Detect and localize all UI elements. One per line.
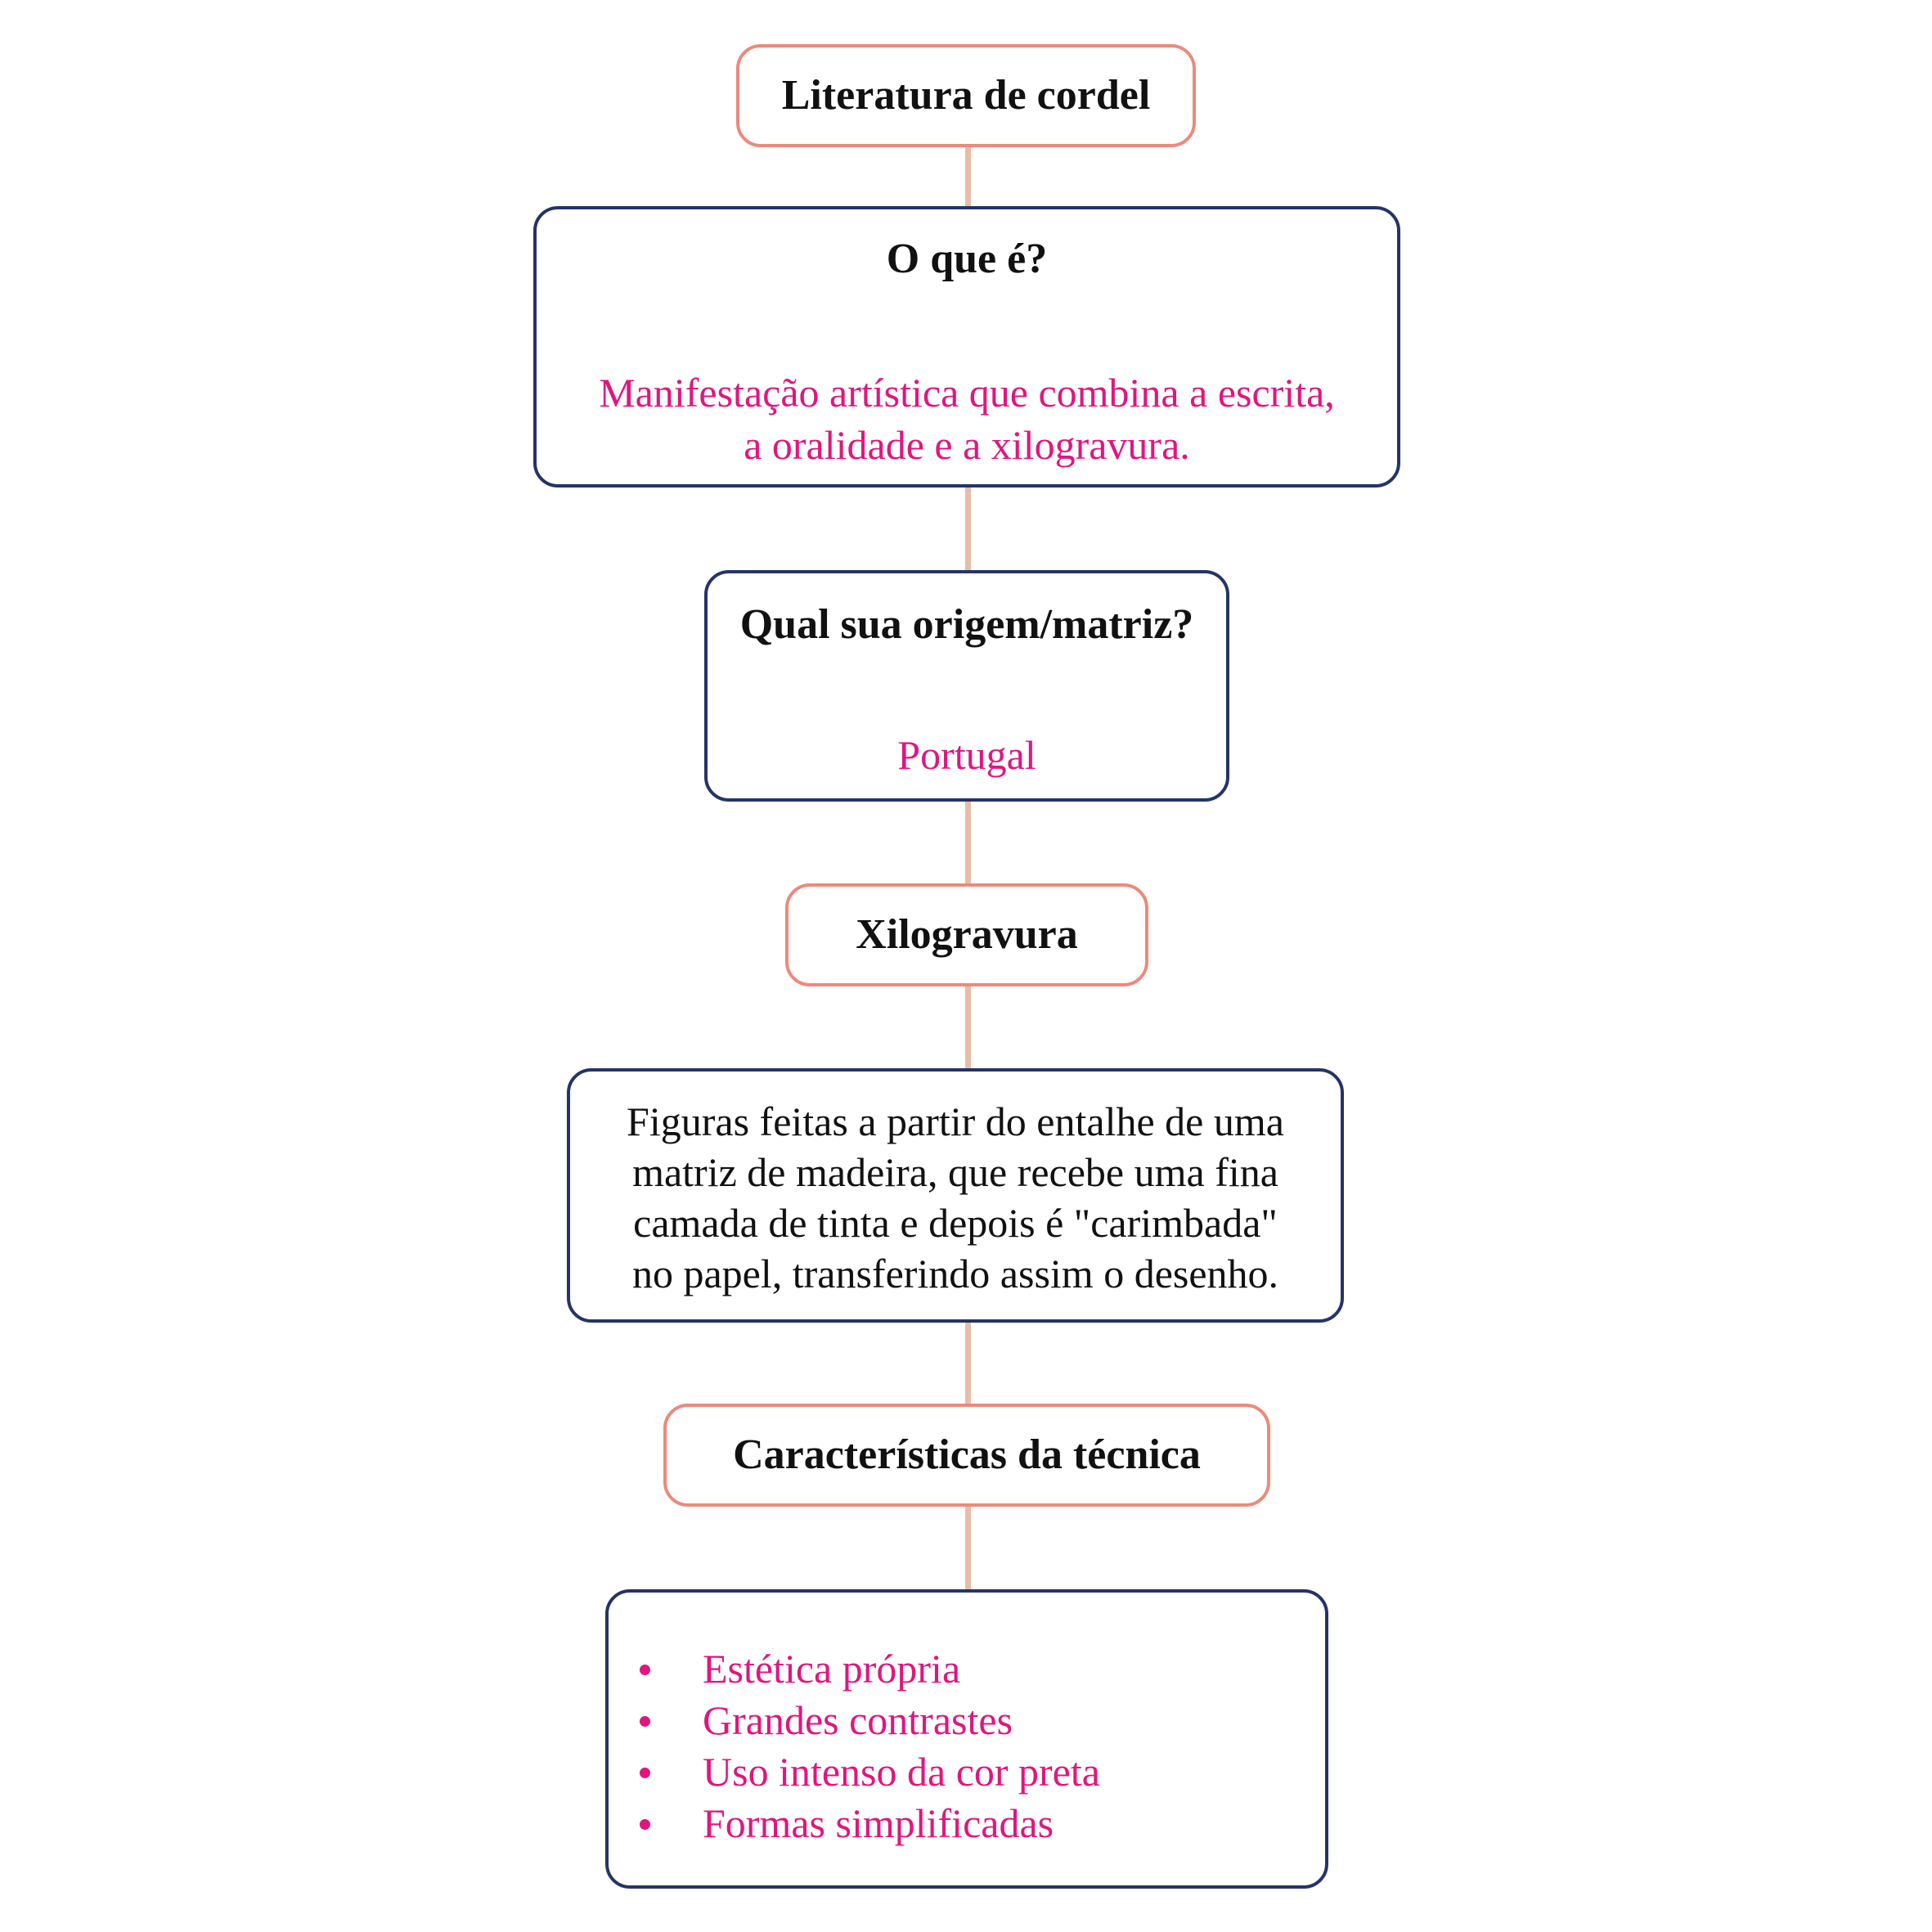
node-o-que-e: O que é? Manifestação artística que comb… [533, 206, 1400, 487]
node-lista-caracteristicas: Estética própria Grandes contrastes Uso … [605, 1589, 1328, 1889]
connector-line [965, 1321, 971, 1406]
node-answer: Manifestação artística que combina a esc… [537, 366, 1397, 471]
characteristics-list: Estética própria Grandes contrastes Uso … [609, 1643, 1325, 1849]
node-question: Qual sua origem/matriz? [739, 601, 1194, 648]
answer-line: Manifestação artística que combina a esc… [599, 370, 1335, 416]
bullet-icon [640, 1768, 650, 1778]
bullet-icon [640, 1665, 650, 1675]
node-answer: Portugal [897, 732, 1036, 778]
list-item-label: Formas simplificadas [703, 1800, 1054, 1846]
list-item: Uso intenso da cor preta [609, 1746, 1325, 1798]
bullet-icon [640, 1716, 650, 1727]
description-line: matriz de madeira, que recebe uma fina [632, 1149, 1278, 1195]
node-caracteristicas: Características da técnica [663, 1404, 1270, 1507]
list-item: Estética própria [609, 1643, 1325, 1695]
node-xilogravura: Xilogravura [785, 883, 1148, 986]
node-descricao: Figuras feitas a partir do entalhe de um… [567, 1068, 1344, 1323]
list-item: Formas simplificadas [609, 1798, 1325, 1849]
connector-line [965, 802, 971, 887]
list-item-label: Grandes contrastes [703, 1697, 1013, 1743]
answer-line: a oralidade e a xilogravura. [744, 422, 1190, 468]
node-description: Figuras feitas a partir do entalhe de um… [570, 1096, 1341, 1299]
node-question: O que é? [886, 236, 1048, 282]
list-item-label: Estética própria [703, 1646, 961, 1692]
node-literatura-de-cordel: Literatura de cordel [736, 44, 1196, 147]
description-line: no papel, transferindo assim o desenho. [631, 1251, 1279, 1296]
connector-line [965, 985, 971, 1072]
node-title: Literatura de cordel [781, 71, 1151, 119]
node-title: Xilogravura [856, 910, 1078, 958]
node-origem: Qual sua origem/matriz? Portugal [704, 570, 1229, 802]
node-title: Características da técnica [733, 1431, 1201, 1478]
connector-line [965, 1505, 971, 1592]
list-item: Grandes contrastes [609, 1695, 1325, 1746]
list-item-label: Uso intenso da cor preta [703, 1749, 1100, 1795]
connector-line [965, 487, 971, 573]
bullet-icon [640, 1819, 650, 1830]
description-line: camada de tinta e depois é "carimbada" [633, 1200, 1278, 1246]
description-line: Figuras feitas a partir do entalhe de um… [627, 1099, 1284, 1144]
connector-line [965, 144, 971, 209]
